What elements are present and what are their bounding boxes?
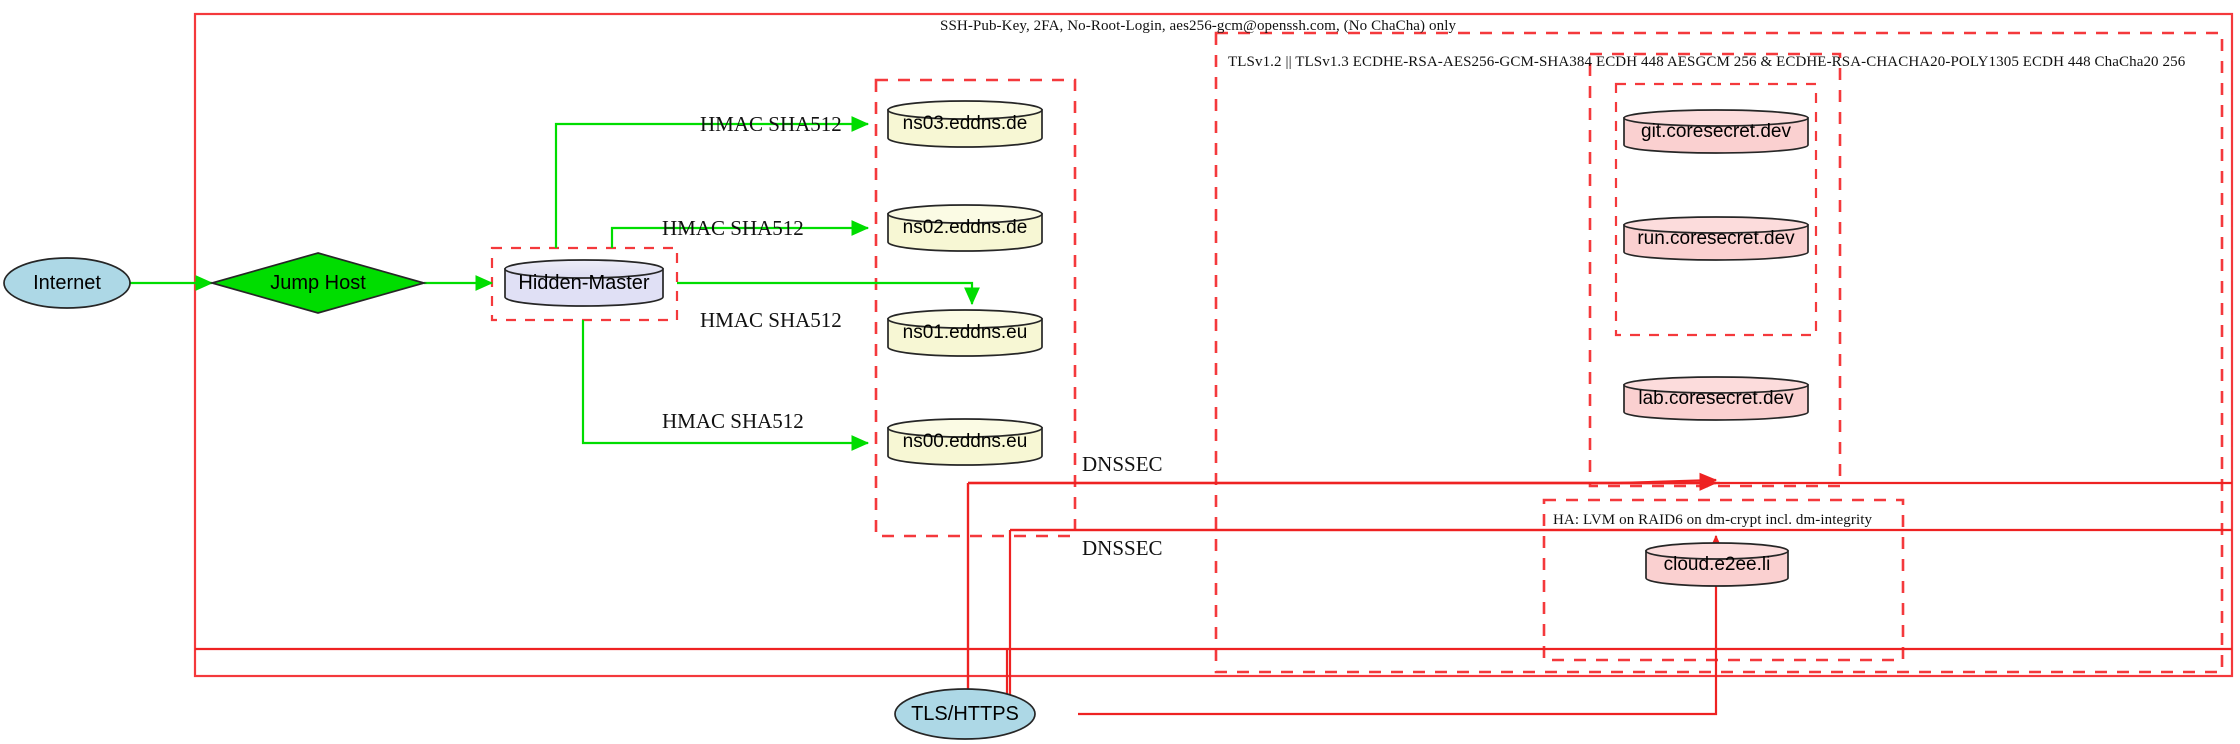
edge-hm-ns03 [554, 116, 870, 248]
node-cloud-e2ee[interactable] [1645, 542, 1789, 587]
node-label-ns00: ns00.eddns.eu [902, 431, 1028, 452]
cluster-label-ha: HA: LVM on RAID6 on dm-crypt incl. dm-in… [1553, 512, 1873, 528]
node-internet[interactable] [3, 257, 131, 309]
node-label-ns01: ns01.eddns.eu [902, 322, 1028, 343]
node-ns00[interactable] [887, 418, 1043, 466]
cluster-tls [1214, 31, 2224, 674]
node-lab-coresecret[interactable] [1623, 376, 1809, 421]
node-label-ns03: ns03.eddns.de [902, 113, 1028, 134]
tls-https-right-line [1078, 534, 1724, 716]
cluster-label-ssh: SSH-Pub-Key, 2FA, No-Root-Login, aes256-… [940, 18, 1457, 34]
edge-label-dnssec-2: DNSSEC [1082, 536, 1163, 560]
node-ns01[interactable] [887, 309, 1043, 357]
node-git-coresecret[interactable] [1623, 109, 1809, 154]
cluster-ssh-outer [193, 12, 2234, 678]
node-label-git-coresecret: git.coresecret.dev [1641, 121, 1791, 142]
node-label-ns02: ns02.eddns.de [902, 217, 1028, 238]
node-label-hidden-master: Hidden-Master [518, 272, 650, 294]
edge-label-hmac-ns03: HMAC SHA512 [700, 112, 842, 136]
edge-hm-ns02 [610, 220, 870, 248]
edge-label-hmac-ns00: HMAC SHA512 [662, 409, 804, 433]
cluster-coresecret [1588, 52, 1842, 488]
node-label-tls-https: TLS/HTTPS [911, 703, 1019, 725]
node-ns02[interactable] [887, 204, 1043, 252]
cluster-ha [1542, 498, 1905, 662]
edge-label-hmac-ns01: HMAC SHA512 [700, 308, 842, 332]
cluster-dns-servers [874, 78, 1077, 538]
cluster-label-tls: TLSv1.2 || TLSv1.3 ECDHE-RSA-AES256-GCM-… [1228, 54, 2186, 70]
node-label-internet: Internet [33, 272, 101, 294]
node-label-cloud-e2ee: cloud.e2ee.li [1663, 554, 1771, 575]
node-jumphost[interactable] [208, 252, 428, 314]
node-run-coresecret[interactable] [1623, 216, 1809, 261]
cluster-coresecret-inner [1614, 82, 1818, 337]
edge-label-hmac-ns02: HMAC SHA512 [662, 216, 804, 240]
edge-hm-ns00 [581, 320, 870, 451]
node-ns03[interactable] [887, 100, 1043, 148]
edge-hm-ns01 [677, 281, 980, 306]
node-label-jumphost: Jump Host [270, 272, 366, 294]
node-tls-https[interactable] [894, 688, 1036, 740]
node-label-run-coresecret: run.coresecret.dev [1637, 228, 1795, 249]
node-label-lab-coresecret: lab.coresecret.dev [1638, 388, 1794, 409]
edge-label-dnssec-1: DNSSEC [1082, 452, 1163, 476]
node-hidden-master[interactable] [504, 259, 664, 307]
